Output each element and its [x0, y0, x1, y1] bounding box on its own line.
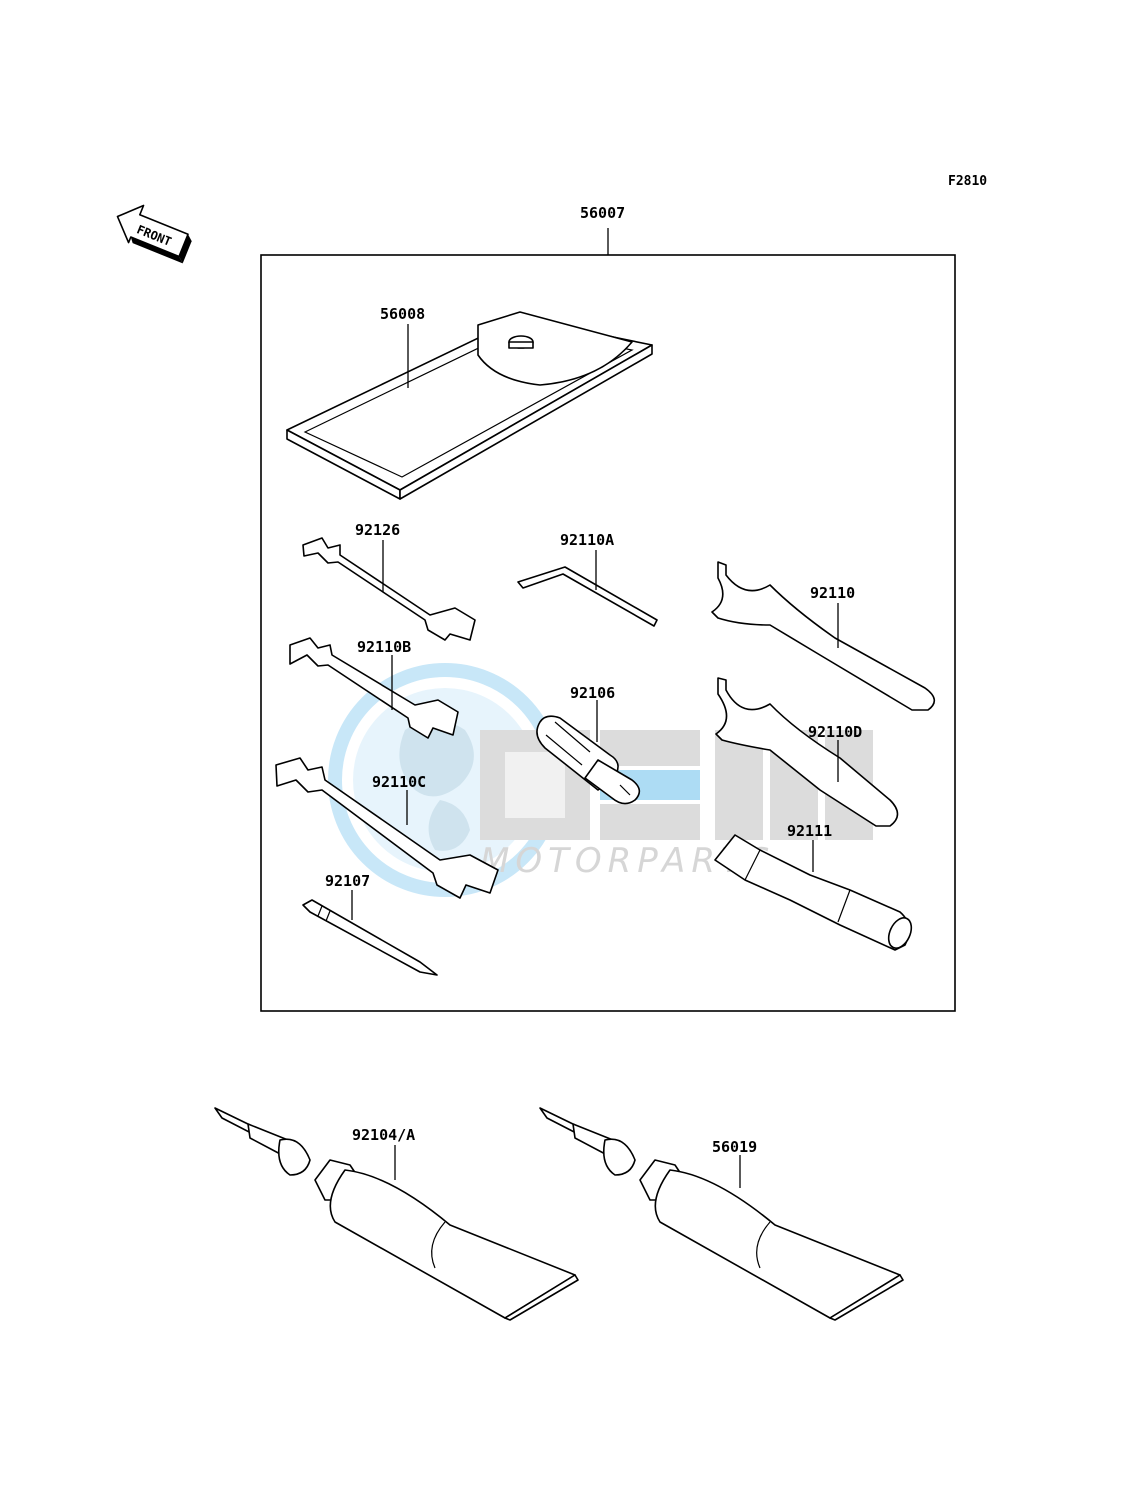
part-label-92110: 92110 [810, 584, 855, 602]
part-label-92110d: 92110D [808, 723, 862, 741]
hook-spanner-92110d-icon [715, 677, 899, 827]
screwdriver-bit-icon [302, 899, 438, 976]
part-label-92110c: 92110C [372, 773, 426, 791]
front-arrow-icon: FRONT [116, 204, 192, 264]
hex-key-icon [517, 566, 658, 627]
part-label-92111: 92111 [787, 822, 832, 840]
part-label-92106: 92106 [570, 684, 615, 702]
figure-code: F2810 [948, 174, 987, 189]
part-label-92104a: 92104/A [352, 1126, 415, 1144]
tool-bag-icon [286, 311, 653, 500]
part-label-56019: 56019 [712, 1138, 757, 1156]
hook-spanner-92110-icon [711, 561, 936, 711]
part-label-92110b: 92110B [357, 638, 411, 656]
socket-handle-icon [536, 715, 641, 805]
grease-tube-92104a-icon [214, 1107, 579, 1321]
part-label-56008: 56008 [380, 305, 425, 323]
wrench-92110b-icon [289, 637, 459, 739]
grease-tube-56019-icon [539, 1107, 904, 1321]
part-label-56007: 56007 [580, 204, 625, 222]
wrench-92126-icon [302, 537, 476, 641]
screwdriver-handle-icon [714, 834, 913, 951]
part-label-92110a: 92110A [560, 531, 614, 549]
wrench-92110c-icon [275, 757, 499, 899]
part-label-92107: 92107 [325, 872, 370, 890]
part-label-92126: 92126 [355, 521, 400, 539]
